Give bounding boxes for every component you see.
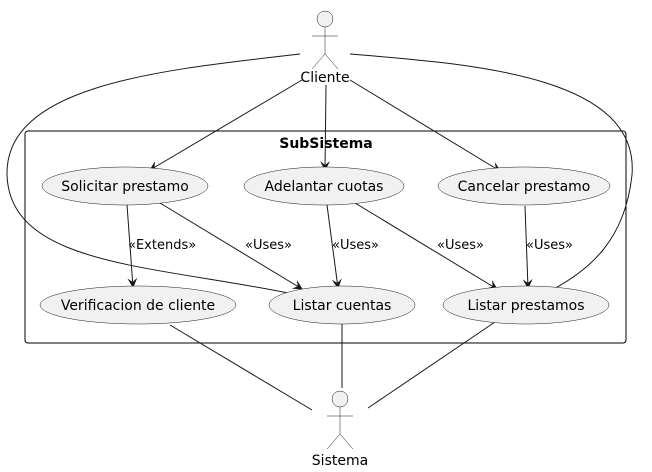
use-case-listar-prestamos[interactable]: Listar prestamos bbox=[442, 285, 610, 325]
use-case-adelantar-label: Adelantar cuotas bbox=[265, 179, 384, 195]
label-uses-1: «Uses» bbox=[245, 238, 292, 253]
edge-cliente-listar-cuentas bbox=[6, 53, 301, 294]
actor-sistema-head-icon bbox=[331, 390, 349, 408]
use-case-cancelar[interactable]: Cancelar prestamo bbox=[437, 166, 611, 206]
edge-solicitar-listar-cuentas bbox=[159, 202, 303, 290]
edge-cliente-adelantar bbox=[320, 84, 331, 171]
edge-verificacion-sistema bbox=[169, 324, 313, 411]
use-case-adelantar[interactable]: Adelantar cuotas bbox=[243, 166, 405, 206]
label-extends: «Extends» bbox=[128, 238, 196, 253]
edge-cliente-listar-prestamos bbox=[349, 53, 633, 292]
use-case-listar-cuentas-label: Listar cuentas bbox=[293, 298, 392, 314]
use-case-solicitar[interactable]: Solicitar prestamo bbox=[41, 166, 209, 206]
use-case-listar-cuentas[interactable]: Listar cuentas bbox=[268, 285, 416, 325]
actor-sistema-label: Sistema bbox=[312, 453, 368, 469]
use-case-cancelar-label: Cancelar prestamo bbox=[458, 179, 591, 195]
label-uses-4: «Uses» bbox=[526, 238, 573, 253]
edge-cliente-solicitar bbox=[149, 79, 303, 171]
actor-cliente[interactable]: Cliente bbox=[300, 10, 350, 86]
edge-cliente-cancelar bbox=[349, 79, 501, 172]
use-case-verificacion-label: Verificacion de cliente bbox=[61, 298, 215, 314]
use-case-verificacion[interactable]: Verificacion de cliente bbox=[39, 285, 237, 325]
actor-cliente-label: Cliente bbox=[300, 70, 349, 86]
actor-sistema[interactable]: Sistema bbox=[312, 390, 368, 469]
edge-adelantar-listar-prestamos bbox=[354, 202, 498, 290]
use-case-solicitar-label: Solicitar prestamo bbox=[61, 179, 189, 195]
edge-cancelar-listar-prestamos bbox=[522, 205, 533, 289]
use-case-listar-prestamos-label: Listar prestamos bbox=[467, 298, 584, 314]
edge-adelantar-listar-cuentas bbox=[326, 204, 342, 289]
actor-cliente-head-icon bbox=[316, 10, 334, 28]
edge-listar-prestamos-sistema bbox=[367, 321, 496, 409]
label-uses-2: «Uses» bbox=[332, 238, 379, 253]
connector-lines bbox=[6, 53, 633, 411]
edge-solicitar-verificacion bbox=[126, 204, 138, 288]
subsystem-title: SubSistema bbox=[279, 136, 373, 152]
label-uses-3: «Uses» bbox=[437, 238, 484, 253]
